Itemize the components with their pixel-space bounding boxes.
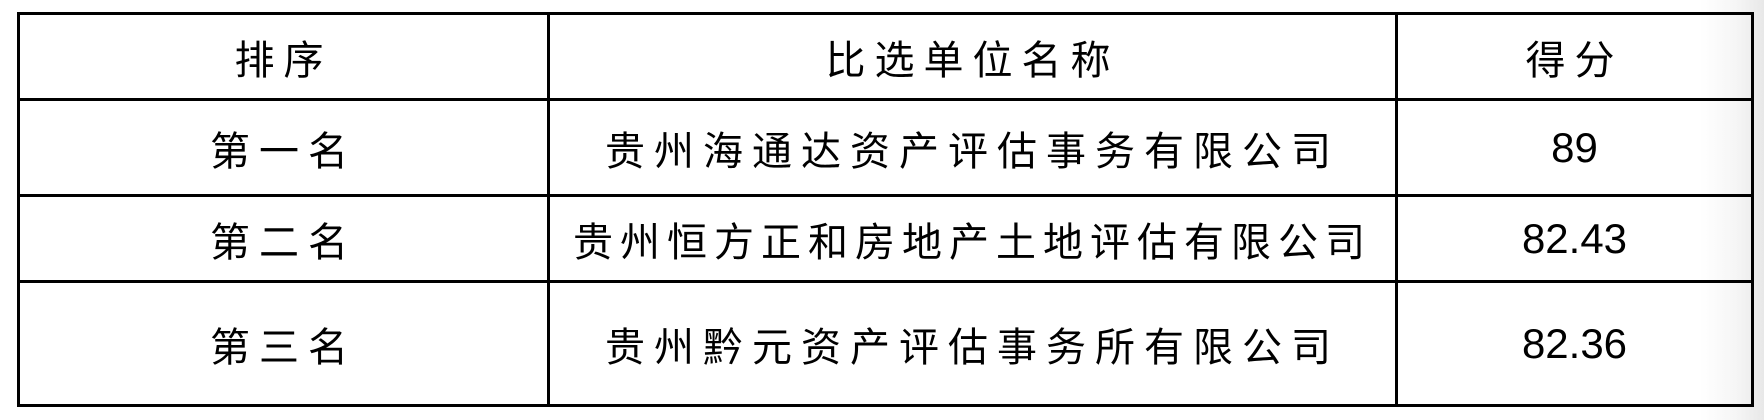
table-row: 第二名 贵州恒方正和房地产土地评估有限公司 82.43 — [17, 194, 1754, 283]
score-cell: 82.36 — [1395, 280, 1754, 407]
header-company-name: 比选单位名称 — [547, 12, 1398, 101]
rank-cell: 第一名 — [17, 98, 550, 197]
score-cell: 89 — [1395, 98, 1754, 197]
rank-cell: 第三名 — [17, 280, 550, 407]
ranking-table: 排序 比选单位名称 得分 第一名 贵州海通达资产评估事务有限公司 89 第二名 … — [17, 12, 1754, 407]
header-row: 排序 比选单位名称 得分 — [17, 12, 1754, 101]
header-score: 得分 — [1395, 12, 1754, 101]
table-row: 第一名 贵州海通达资产评估事务有限公司 89 — [17, 98, 1754, 197]
company-name-cell: 贵州恒方正和房地产土地评估有限公司 — [547, 194, 1398, 283]
company-name-cell: 贵州黔元资产评估事务所有限公司 — [547, 280, 1398, 407]
rank-cell: 第二名 — [17, 194, 550, 283]
header-rank: 排序 — [17, 12, 550, 101]
table-row: 第三名 贵州黔元资产评估事务所有限公司 82.36 — [17, 280, 1754, 407]
company-name-cell: 贵州海通达资产评估事务有限公司 — [547, 98, 1398, 197]
score-cell: 82.43 — [1395, 194, 1754, 283]
